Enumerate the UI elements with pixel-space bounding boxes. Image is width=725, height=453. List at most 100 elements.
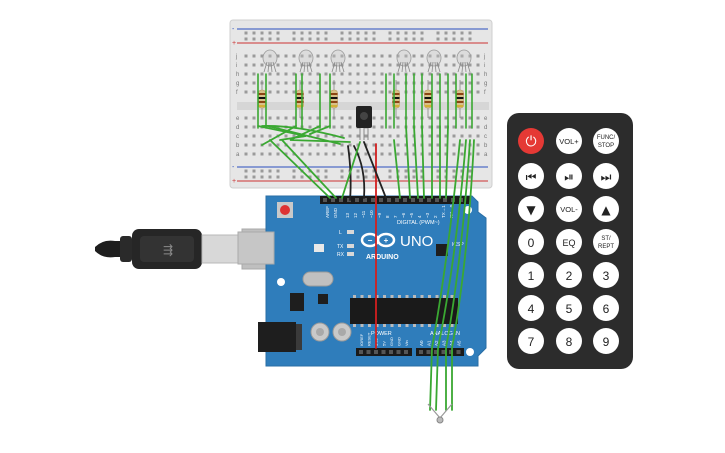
vol-plus-button[interactable] [556, 128, 582, 154]
next-button[interactable] [593, 163, 619, 189]
func-stop-button[interactable] [593, 128, 619, 154]
st-rept-button[interactable] [593, 229, 619, 255]
eq-label: EQ [562, 238, 575, 248]
pin-label: 13 [345, 212, 350, 218]
digit-button-2[interactable]: 2 [556, 262, 582, 288]
svg-text:-: - [232, 164, 235, 171]
pin-label: 5V [382, 341, 387, 346]
wire-green-d12[interactable] [281, 139, 337, 199]
row-letter: j [483, 54, 485, 60]
ir-receiver[interactable] [356, 106, 372, 140]
resistor[interactable] [424, 80, 432, 118]
prev-button[interactable] [518, 163, 544, 189]
stop-label: STOP [598, 143, 614, 149]
wire-green-5[interactable] [289, 125, 351, 143]
resistor[interactable] [330, 80, 338, 118]
eq-button[interactable] [556, 229, 582, 255]
led-l-label: L [339, 230, 342, 236]
analog-label: ANALOG IN [430, 331, 460, 337]
arduino-uno-board[interactable]: − + ARDUINO UNO L TX RX ICSP DIGITAL (PW… [237, 195, 487, 367]
rgb-led[interactable] [456, 49, 472, 73]
brand-label: ARDUINO [366, 254, 399, 261]
digit-button-7[interactable]: 7 [518, 328, 544, 354]
wire-green-d2[interactable] [445, 125, 449, 199]
zero-button[interactable] [518, 229, 544, 255]
wires[interactable] [257, 73, 475, 411]
digit-label: 4 [528, 302, 535, 316]
wire-green-a2[interactable] [445, 139, 471, 411]
down-button[interactable] [518, 196, 544, 222]
wire-green-a0[interactable] [429, 139, 461, 411]
digit-label: 8 [566, 335, 573, 349]
wire-green-d11[interactable] [341, 141, 361, 199]
sensor-leads[interactable] [427, 403, 453, 424]
rgb-led[interactable] [426, 49, 442, 73]
wire-green-d13[interactable] [269, 139, 331, 199]
power-icon: ⏻ [525, 134, 536, 150]
pin-label: IOREF [359, 333, 364, 346]
vol-minus-button[interactable] [556, 196, 582, 222]
usb-port [237, 231, 275, 265]
rgb-led[interactable] [262, 49, 278, 73]
row-letter: d [236, 125, 239, 131]
svg-text:−: − [368, 236, 373, 245]
row-letter: h [484, 72, 487, 78]
digit-button-8[interactable]: 8 [556, 328, 582, 354]
rgb-led-group [262, 49, 472, 73]
arduino-logo-icon: − + [360, 232, 396, 248]
pin-label: 8 [385, 215, 390, 218]
play-pause-icon: ⏯ [564, 170, 574, 184]
reset-button-cap[interactable] [280, 205, 290, 215]
power-label: POWER [371, 331, 392, 337]
pin-label: 12 [353, 212, 358, 218]
rgb-led[interactable] [330, 49, 346, 73]
pin-label: A2 [434, 340, 439, 346]
digital-label: DIGITAL (PWM~) [397, 220, 440, 226]
vol-minus-label: VOL- [560, 205, 578, 214]
pin-label: ~10 [369, 210, 374, 218]
row-letter: f [236, 90, 238, 96]
play-pause-button[interactable] [556, 163, 582, 189]
wire-green-d5[interactable] [421, 125, 425, 199]
pin-label: GND [333, 207, 338, 218]
wire-signal-ir[interactable] [363, 141, 387, 199]
pin-label: ~5 [409, 212, 414, 218]
wire-green-4[interactable] [261, 125, 297, 146]
digit-button-5[interactable]: 5 [556, 295, 582, 321]
usb-symbol-icon: ⇶ [163, 243, 173, 257]
wire-green-d7[interactable] [405, 125, 411, 199]
pin-label: TX→1 [441, 205, 446, 218]
power-button[interactable] [518, 128, 544, 154]
pin-label: ~11 [361, 210, 366, 218]
wire-green-a1[interactable] [435, 139, 467, 411]
wire-gnd-2[interactable] [353, 145, 366, 199]
pin-label: 7 [393, 215, 398, 218]
icsp-label: ICSP [452, 242, 464, 248]
up-button[interactable] [593, 196, 619, 222]
next-icon: ⏭ [601, 170, 612, 184]
prev-icon: ⏮ [526, 170, 537, 184]
power-jack [258, 322, 296, 352]
digit-button-3[interactable]: 3 [593, 262, 619, 288]
vol-plus-label: VOL+ [559, 137, 579, 146]
row-letter: f [484, 90, 486, 96]
wire-green-a3[interactable] [451, 139, 475, 411]
pin-label: A4 [449, 340, 454, 346]
row-letter: i [236, 63, 237, 69]
pin-label: RESET [367, 332, 372, 346]
svg-text:-: - [232, 26, 235, 33]
rgb-led[interactable] [396, 49, 412, 73]
wire-green-6[interactable] [309, 125, 331, 135]
digit-button-1[interactable]: 1 [518, 262, 544, 288]
digit-button-4[interactable]: 4 [518, 295, 544, 321]
rgb-led[interactable] [298, 49, 314, 73]
pin-label: GND [397, 337, 402, 346]
wire-green-d6[interactable] [413, 125, 419, 199]
ir-remote[interactable]: ⏻ VOL+ FUNC/ STOP ⏮ ⏯ ⏭ ▼ VOL- ▲ 0 EQ ST… [507, 113, 633, 369]
wire-green-d8[interactable] [393, 139, 401, 199]
digit-button-9[interactable]: 9 [593, 328, 619, 354]
row-letter: j [235, 54, 237, 60]
digit-button-6[interactable]: 6 [593, 295, 619, 321]
led-tx-label: TX [337, 244, 344, 250]
pin-label: A0 [419, 340, 424, 346]
